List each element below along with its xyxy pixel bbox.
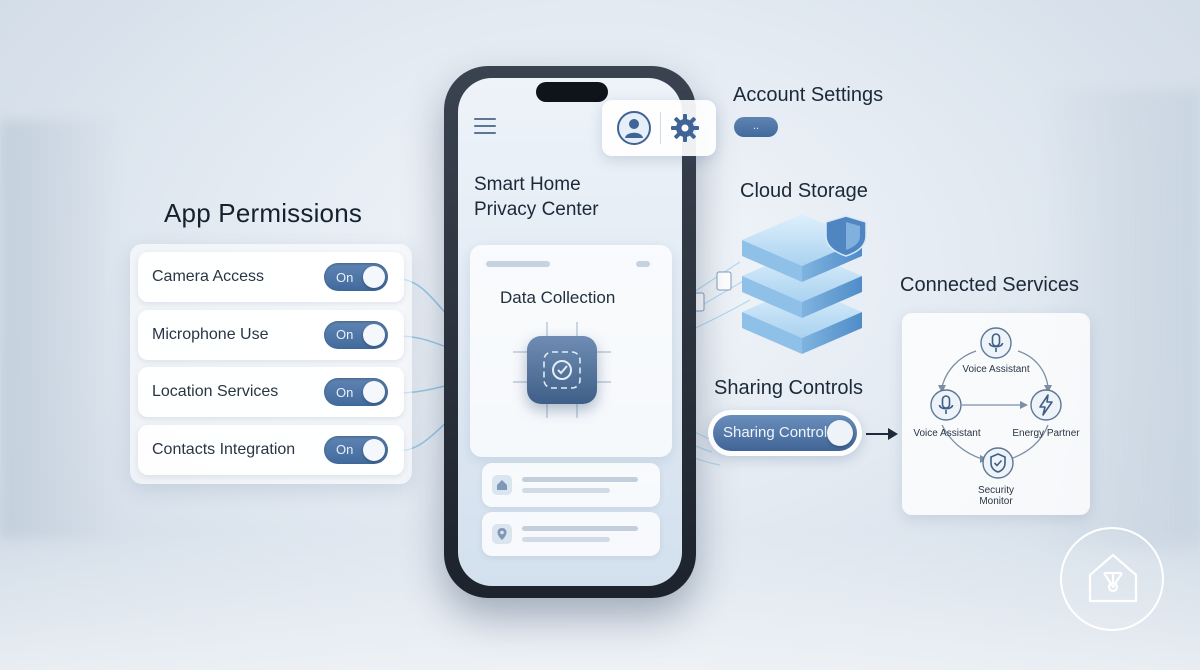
card-placeholder-bar xyxy=(486,261,550,267)
sharing-controls-title: Sharing Controls xyxy=(714,377,863,399)
microphone-icon[interactable] xyxy=(930,389,962,421)
hub-icon xyxy=(543,351,581,389)
shield-icon xyxy=(825,215,867,257)
permission-row-camera: Camera Access On xyxy=(138,252,404,302)
toggle-state: On xyxy=(336,384,354,400)
permission-label: Microphone Use xyxy=(152,325,269,343)
hub-circuit-lines xyxy=(513,322,611,418)
sharing-controls-toggle[interactable]: Sharing Controls xyxy=(708,410,862,456)
home-logo-icon xyxy=(1088,553,1138,603)
phone-title: Smart Home Privacy Center xyxy=(474,174,599,220)
phone-list-item-home[interactable] xyxy=(482,463,660,507)
phone-list-item-location[interactable] xyxy=(482,512,660,556)
permission-row-location: Location Services On xyxy=(138,367,404,417)
cloud-storage-title: Cloud Storage xyxy=(740,180,868,202)
user-icon[interactable] xyxy=(616,110,652,146)
account-settings-title: Account Settings xyxy=(733,84,884,106)
cloud-storage-stack xyxy=(742,214,867,354)
permission-label: Camera Access xyxy=(152,268,265,285)
service-label-top: Voice Assistant xyxy=(962,364,1030,375)
account-settings-pill[interactable]: .. xyxy=(734,117,778,137)
connected-services-title: Connected Services xyxy=(900,274,1079,296)
microphone-use-toggle[interactable]: On xyxy=(324,320,388,349)
contacts-integration-toggle[interactable]: On xyxy=(324,435,388,464)
shield-check-icon[interactable] xyxy=(982,447,1014,479)
account-settings-box xyxy=(602,100,716,156)
toggle-knob xyxy=(363,266,385,288)
location-pin-icon xyxy=(492,524,512,544)
service-label-left: Voice Assistant xyxy=(913,428,981,439)
background-blur-left xyxy=(0,120,120,540)
arrow-right-icon xyxy=(866,428,898,440)
card-placeholder-bar xyxy=(636,261,650,267)
data-collection-title: Data Collection xyxy=(500,288,616,307)
service-label-bottom: Security Monitor xyxy=(977,485,1015,507)
location-services-toggle[interactable]: On xyxy=(324,378,388,406)
lightning-icon[interactable] xyxy=(1030,389,1062,421)
document-icon xyxy=(716,271,732,291)
toggle-knob xyxy=(363,381,385,403)
services-cycle-arrows xyxy=(938,350,1052,463)
permission-label: Contacts Integration xyxy=(152,440,296,458)
permission-row-microphone: Microphone Use On xyxy=(138,309,404,360)
toggle-state: On xyxy=(336,327,354,342)
toggle-state: On xyxy=(336,269,354,285)
menu-icon[interactable] xyxy=(474,118,496,134)
toggle-knob xyxy=(363,323,385,346)
toggle-state: On xyxy=(336,442,354,457)
permission-label: Location Services xyxy=(152,383,279,400)
camera-access-toggle[interactable]: On xyxy=(324,263,388,291)
phone-notch xyxy=(536,82,608,102)
microphone-icon[interactable] xyxy=(980,327,1012,359)
home-icon xyxy=(492,475,512,495)
gear-icon[interactable] xyxy=(668,111,702,145)
service-label-right: Energy Partner xyxy=(1012,428,1080,439)
sharing-controls-label: Sharing Controls xyxy=(723,424,835,441)
connected-services-panel: Voice Assistant Voice Assistant Energy P… xyxy=(902,313,1090,515)
toggle-knob xyxy=(827,420,853,446)
app-permissions-panel: Camera Access On Microphone Use On Locat… xyxy=(130,244,412,484)
permission-row-contacts: Contacts Integration On xyxy=(138,424,404,475)
data-hub[interactable] xyxy=(527,336,597,404)
app-permissions-title: App Permissions xyxy=(164,198,363,228)
toggle-knob xyxy=(363,438,385,461)
home-logo xyxy=(1060,527,1164,631)
